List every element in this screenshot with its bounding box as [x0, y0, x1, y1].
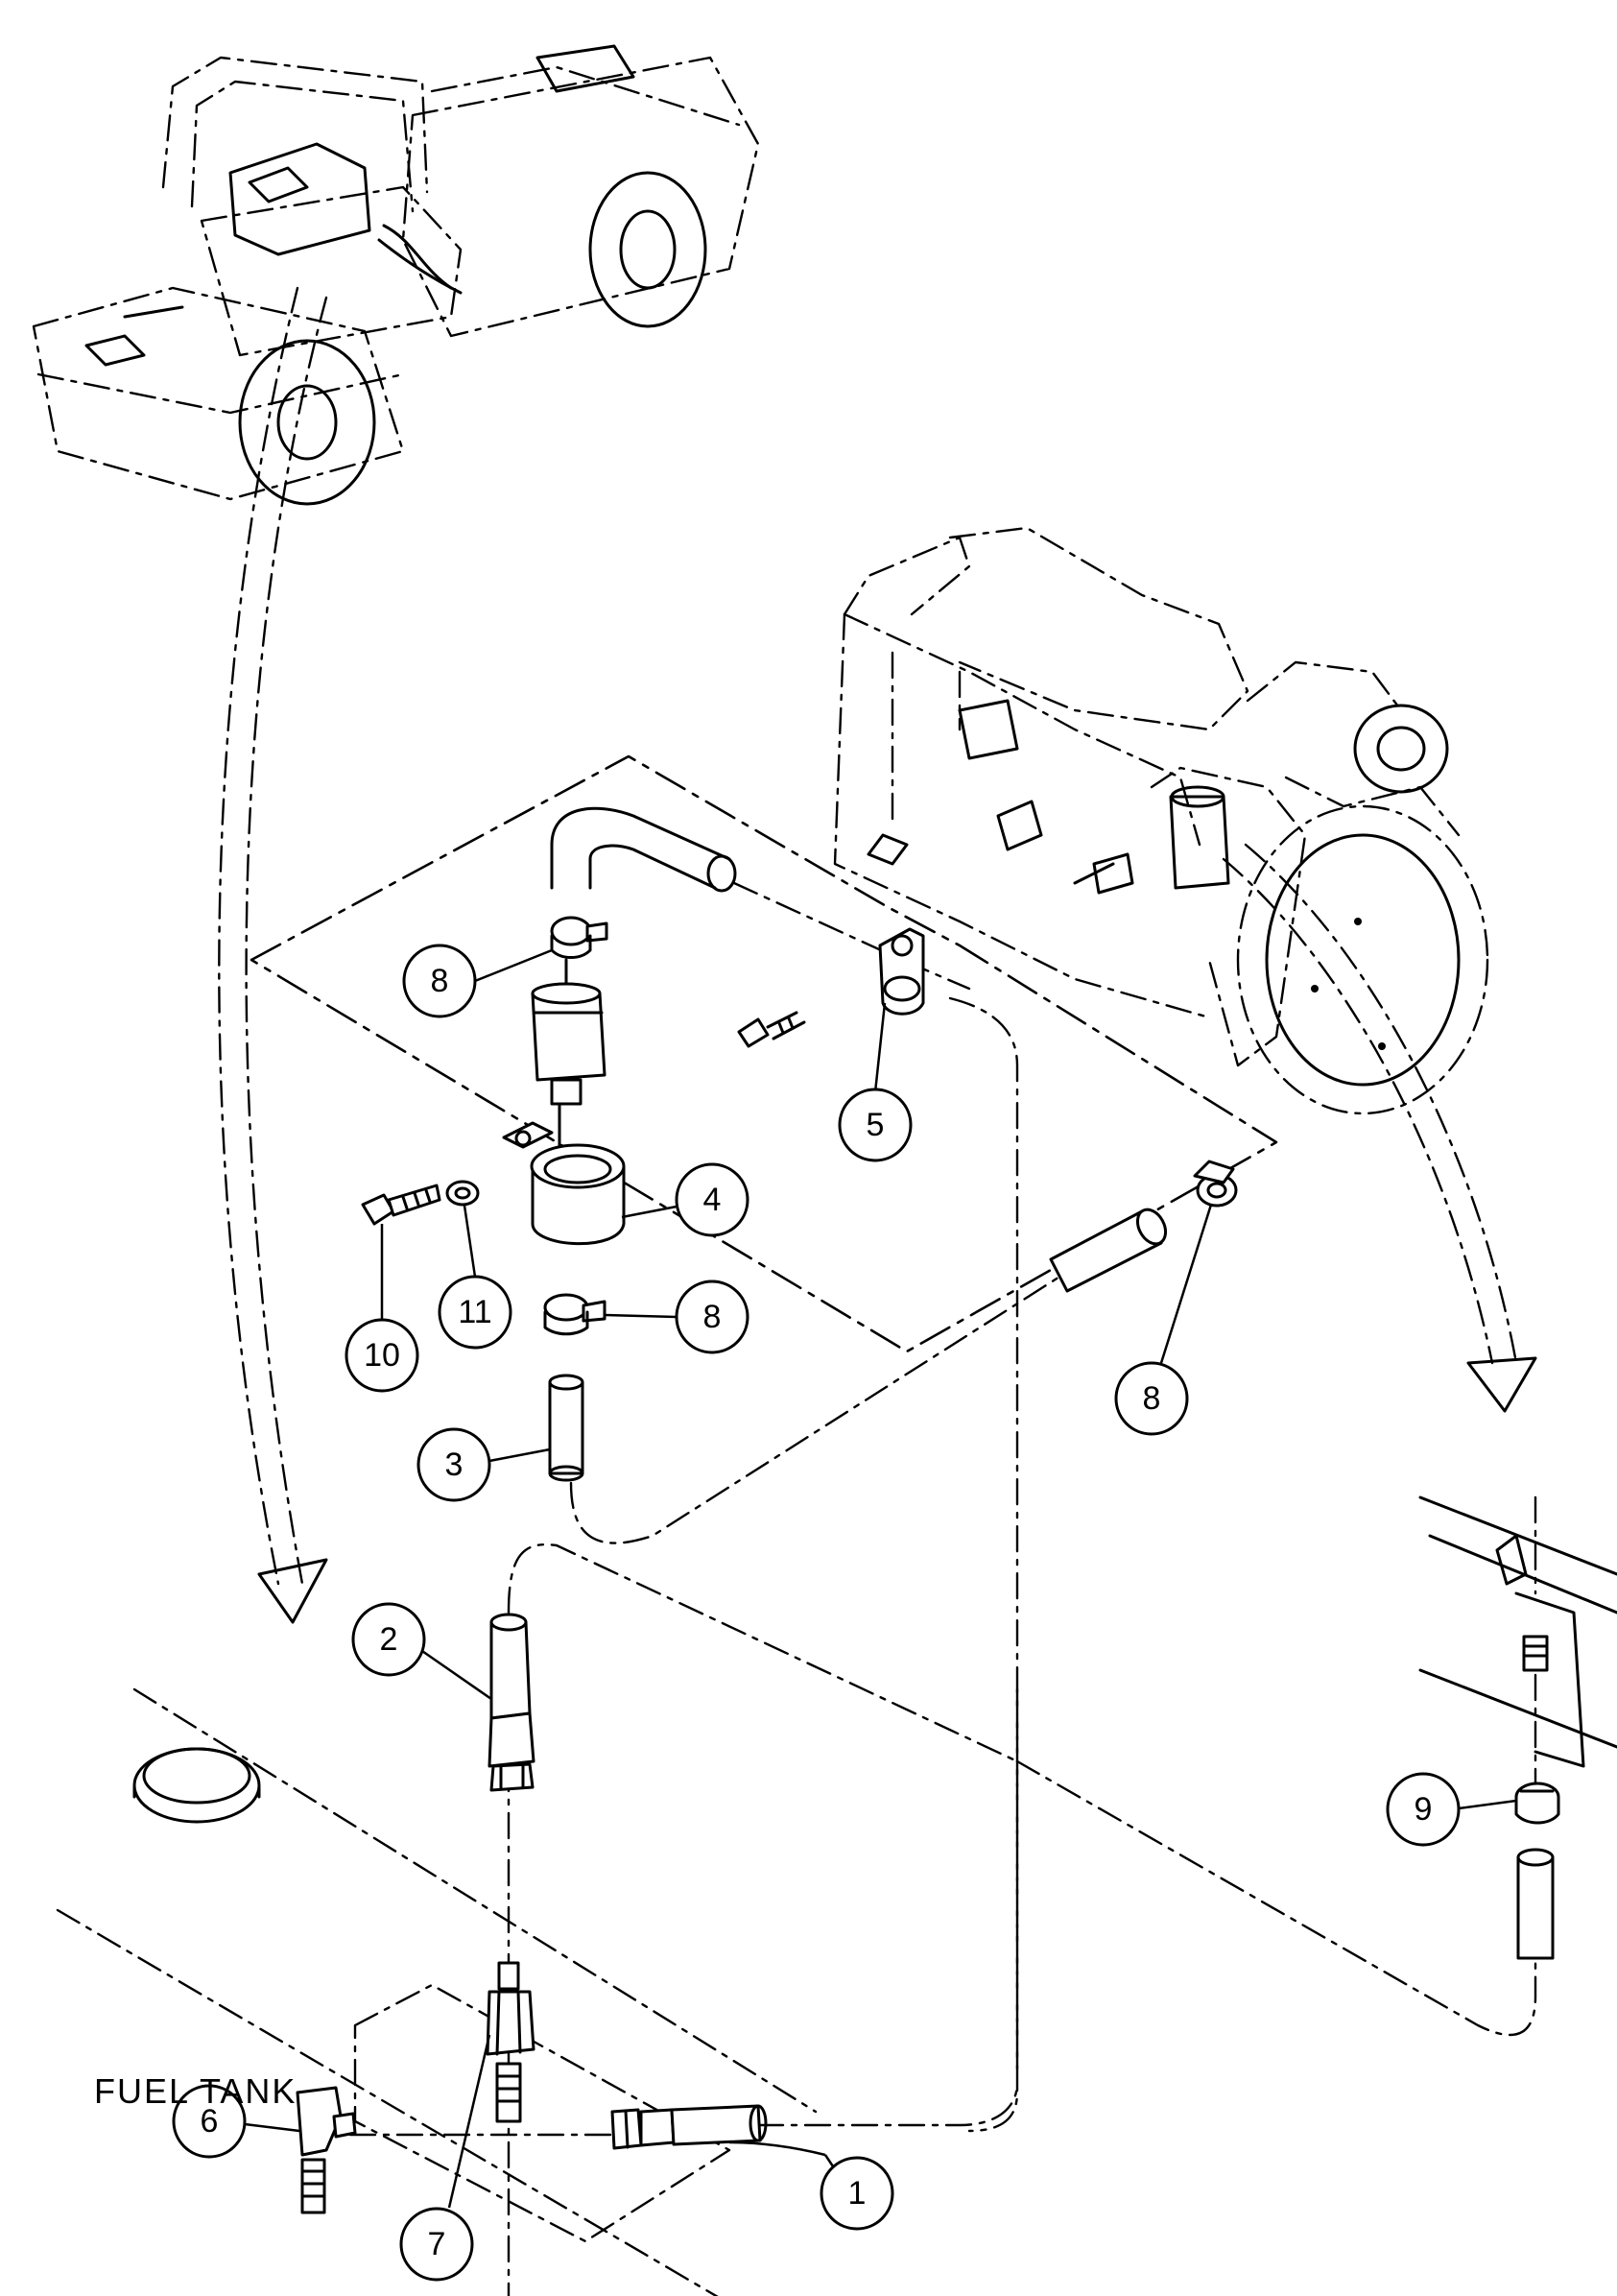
- washer: [445, 1180, 480, 1207]
- fuel-hose-main: [610, 2104, 768, 2150]
- callout-9: 9: [1386, 1772, 1517, 1847]
- fuel-line-routing: [348, 806, 1537, 2296]
- hose-clamp-lower-right: [1514, 1782, 1560, 1825]
- callout-8-right-number: 8: [1143, 1380, 1161, 1417]
- engine-illustration: [833, 526, 1489, 1115]
- callout-8-right: 8: [1114, 1204, 1213, 1436]
- callout-10: 10: [345, 1224, 419, 1393]
- callout-11: 11: [438, 1205, 512, 1350]
- fuel-tank-label: FUEL TANK: [94, 2071, 297, 2111]
- callout-4: 4: [621, 1162, 749, 1237]
- hose-clip: [737, 927, 925, 1048]
- callout-7-number: 7: [428, 2226, 446, 2262]
- callout-5: 5: [838, 1002, 913, 1162]
- callout-6-number: 6: [201, 2103, 219, 2140]
- bolt: [361, 1184, 441, 1226]
- inline-fuel-filter: [531, 958, 606, 1106]
- hose-clamp-upper: [550, 916, 608, 959]
- callout-11-number: 11: [458, 1294, 491, 1330]
- callout-2-number: 2: [380, 1621, 398, 1658]
- roller-machine-illustration: [32, 44, 760, 506]
- callout-10-number: 10: [364, 1337, 400, 1374]
- callout-4-number: 4: [703, 1182, 722, 1218]
- callout-8-middle: 8: [604, 1280, 749, 1354]
- callout-8-upper: 8: [402, 944, 553, 1018]
- connector-hose: [1049, 1208, 1168, 1293]
- hose-clamp-middle: [543, 1293, 606, 1336]
- filter-bracket: [502, 1121, 626, 1246]
- fuel-tank-illustration: [56, 1687, 818, 2296]
- callout-5-number: 5: [867, 1107, 885, 1143]
- callout-6: 6: [172, 2084, 300, 2159]
- callout-1-number: 1: [848, 2175, 867, 2212]
- short-hose: [548, 1374, 584, 1482]
- filter-inlet-detail: [1418, 1495, 1617, 1960]
- callout-1: 1: [728, 2141, 894, 2231]
- callout-7: 7: [399, 2034, 491, 2282]
- hose-with-fitting: [487, 1613, 535, 1792]
- callout-2: 2: [351, 1602, 492, 1701]
- left-reference-arrow: [218, 286, 328, 1624]
- hose-clamp-right: [1193, 1160, 1238, 1208]
- callout-3-number: 3: [445, 1447, 464, 1483]
- callout-9-number: 9: [1415, 1791, 1433, 1828]
- elbow-fitting: [296, 2086, 357, 2214]
- tank-fitting: [486, 1961, 535, 2123]
- callout-8-upper-number: 8: [431, 963, 449, 999]
- right-reference-arrow: [1222, 843, 1537, 1413]
- callout-3: 3: [416, 1427, 551, 1502]
- callout-8-middle-number: 8: [703, 1299, 722, 1335]
